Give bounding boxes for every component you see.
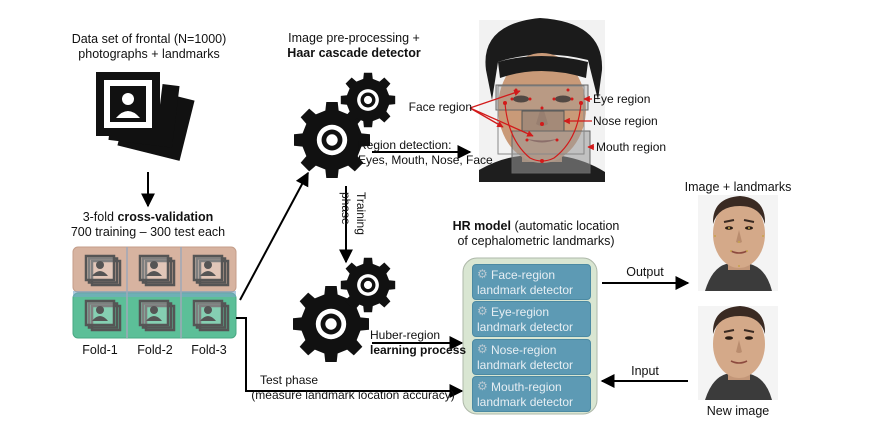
region-detection-caption: Region detection: Eyes, Mouth, Nose, Fac…: [358, 138, 493, 168]
cv-caption-line1: 3-fold cross-validation: [82, 210, 214, 224]
huber-line2: learning process: [370, 343, 467, 357]
new-image-caption: New image: [706, 404, 770, 418]
detector-face-region: ⚙ Face-region landmark detector: [472, 264, 591, 300]
preprocess-caption-line1: Image pre-processing +: [288, 31, 420, 45]
region-detection-line2: Eyes, Mouth, Nose, Face: [358, 153, 493, 167]
fold-label-2: Fold-2: [137, 343, 173, 357]
test-phase-line2: (measure landmark location accuracy): [251, 388, 455, 402]
fold-grid: [72, 246, 237, 339]
detector-mouth-region: ⚙ Mouth-region landmark detector: [472, 376, 591, 412]
detector-name: Face-region: [491, 268, 556, 282]
input-label: Input: [631, 364, 659, 378]
training-phase-line2: phase: [339, 192, 353, 225]
detector-eye-region: ⚙ Eye-region landmark detector: [472, 301, 591, 337]
gear-icon: ⚙: [477, 267, 488, 281]
gear-icon: ⚙: [477, 304, 488, 318]
hr-model-caption: HR model (automatic location of cephalom…: [441, 219, 631, 249]
test-phase-caption: Test phase (measure landmark location ac…: [248, 373, 458, 403]
detector-name: Eye-region: [491, 305, 550, 319]
dataset-caption: Data set of frontal (N=1000) photographs…: [64, 32, 234, 62]
huber-caption: Huber-region learning process: [370, 328, 470, 358]
detector-sub: landmark detector: [477, 283, 574, 297]
dataset-caption-line2: photographs + landmarks: [78, 47, 220, 61]
gear-icon: ⚙: [477, 342, 488, 356]
face-photo-new: [698, 306, 778, 400]
cv-caption: 3-fold cross-validation 700 training – 3…: [62, 210, 234, 240]
detector-sub: landmark detector: [477, 320, 574, 334]
output-label: Output: [626, 265, 664, 279]
photo-stack-icon: [96, 71, 195, 161]
label-mouth-region: Mouth region: [596, 140, 667, 154]
huber-line1: Huber-region: [370, 328, 441, 342]
face-photo-landmarks: [698, 195, 778, 291]
image-landmarks-caption: Image + landmarks: [684, 180, 792, 194]
label-face-region: Face region: [408, 100, 472, 114]
region-detection-line1: Region detection:: [358, 138, 452, 152]
label-eye-region: Eye region: [593, 92, 651, 106]
training-phase-line1: Training: [354, 192, 368, 235]
hr-model-line2: of cephalometric landmarks): [457, 234, 615, 248]
detector-sub: landmark detector: [477, 358, 574, 372]
fold-label-1: Fold-1: [82, 343, 118, 357]
detector-sub: landmark detector: [477, 395, 574, 409]
detector-name: Mouth-region: [491, 380, 562, 394]
dataset-caption-line1: Data set of frontal (N=1000): [71, 32, 227, 46]
test-phase-line1: Test phase: [260, 373, 319, 387]
cv-caption-line2: 700 training – 300 test each: [70, 225, 226, 239]
fold-label-3: Fold-3: [191, 343, 227, 357]
detector-name: Nose-region: [491, 343, 557, 357]
arrow-test-phase: [236, 317, 464, 398]
hr-model-line1: HR model (automatic location: [452, 219, 620, 233]
detector-nose-region: ⚙ Nose-region landmark detector: [472, 339, 591, 375]
face-photo-regions: [469, 18, 605, 182]
preprocess-caption-line2: Haar cascade detector: [287, 46, 421, 60]
label-nose-region: Nose region: [593, 114, 658, 128]
preprocess-caption: Image pre-processing + Haar cascade dete…: [274, 31, 434, 61]
gear-icon: ⚙: [477, 379, 488, 393]
arrow-cv-to-preprocess: [239, 171, 309, 301]
